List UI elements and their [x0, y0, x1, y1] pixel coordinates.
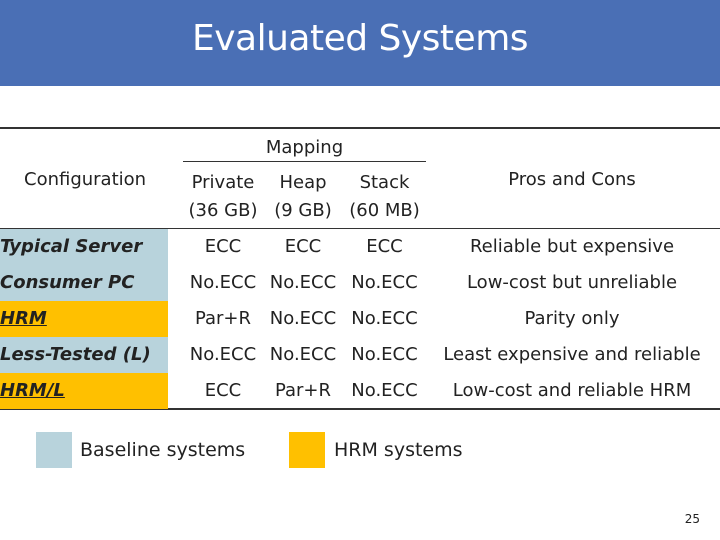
row-pros-cons: Low-cost but unreliable: [466, 272, 678, 293]
row-stack-value: No.ECC: [351, 380, 418, 401]
title-bar: [0, 0, 720, 86]
row-band-baseline: [0, 229, 168, 265]
mapping-rule: [183, 161, 426, 162]
row-heap-value: No.ECC: [269, 308, 337, 329]
row-private-value: Par+R: [194, 308, 252, 329]
row-private-value: No.ECC: [189, 272, 257, 293]
legend-baseline-label: Baseline systems: [80, 439, 246, 461]
row-private-value: ECC: [204, 236, 242, 257]
row-config-consumer-pc: Consumer PC: [0, 272, 135, 293]
header-stack: Stack: [359, 172, 410, 193]
header-pros-cons: Pros and Cons: [508, 169, 636, 190]
row-pros-cons: Least expensive and reliable: [443, 344, 701, 365]
row-private-value: No.ECC: [189, 344, 257, 365]
row-config-hrm: HRM: [0, 308, 47, 329]
row-config-typical-server: Typical Server: [0, 236, 143, 257]
row-heap-value: ECC: [284, 236, 322, 257]
header-heap: Heap: [279, 172, 327, 193]
header-configuration: Configuration: [24, 169, 147, 190]
row-stack-value: No.ECC: [351, 308, 418, 329]
header-bottom-rule: [0, 228, 720, 229]
row-private-value: ECC: [204, 380, 242, 401]
table-top-rule: [0, 127, 720, 129]
row-pros-cons: Low-cost and reliable HRM: [452, 380, 692, 401]
header-private: Private: [191, 172, 255, 193]
header-private-size: (36 GB): [188, 200, 258, 221]
row-heap-value: Par+R: [274, 380, 332, 401]
row-heap-value: No.ECC: [269, 344, 337, 365]
row-pros-cons: Parity only: [524, 308, 620, 329]
row-config-hrm-l: HRM/L: [0, 380, 65, 401]
slide-title: Evaluated Systems: [191, 18, 529, 59]
row-stack-value: No.ECC: [351, 272, 418, 293]
row-band-hrm: [0, 373, 168, 409]
legend-hrm-swatch: [289, 432, 325, 468]
header-heap-size: (9 GB): [274, 200, 332, 221]
header-mapping: Mapping: [265, 137, 344, 158]
table-bottom-rule: [0, 408, 720, 410]
row-band-baseline: [0, 265, 168, 301]
header-stack-size: (60 MB): [349, 200, 420, 221]
row-config-less-tested: Less-Tested (L): [0, 344, 151, 365]
legend-baseline-swatch: [36, 432, 72, 468]
row-pros-cons: Reliable but expensive: [469, 236, 675, 257]
row-stack-value: No.ECC: [351, 344, 418, 365]
page-number: 25: [684, 512, 700, 526]
row-band-baseline: [0, 337, 168, 373]
row-stack-value: ECC: [366, 236, 403, 257]
legend-hrm-label: HRM systems: [334, 439, 463, 461]
row-band-hrm: [0, 301, 168, 337]
row-heap-value: No.ECC: [269, 272, 337, 293]
